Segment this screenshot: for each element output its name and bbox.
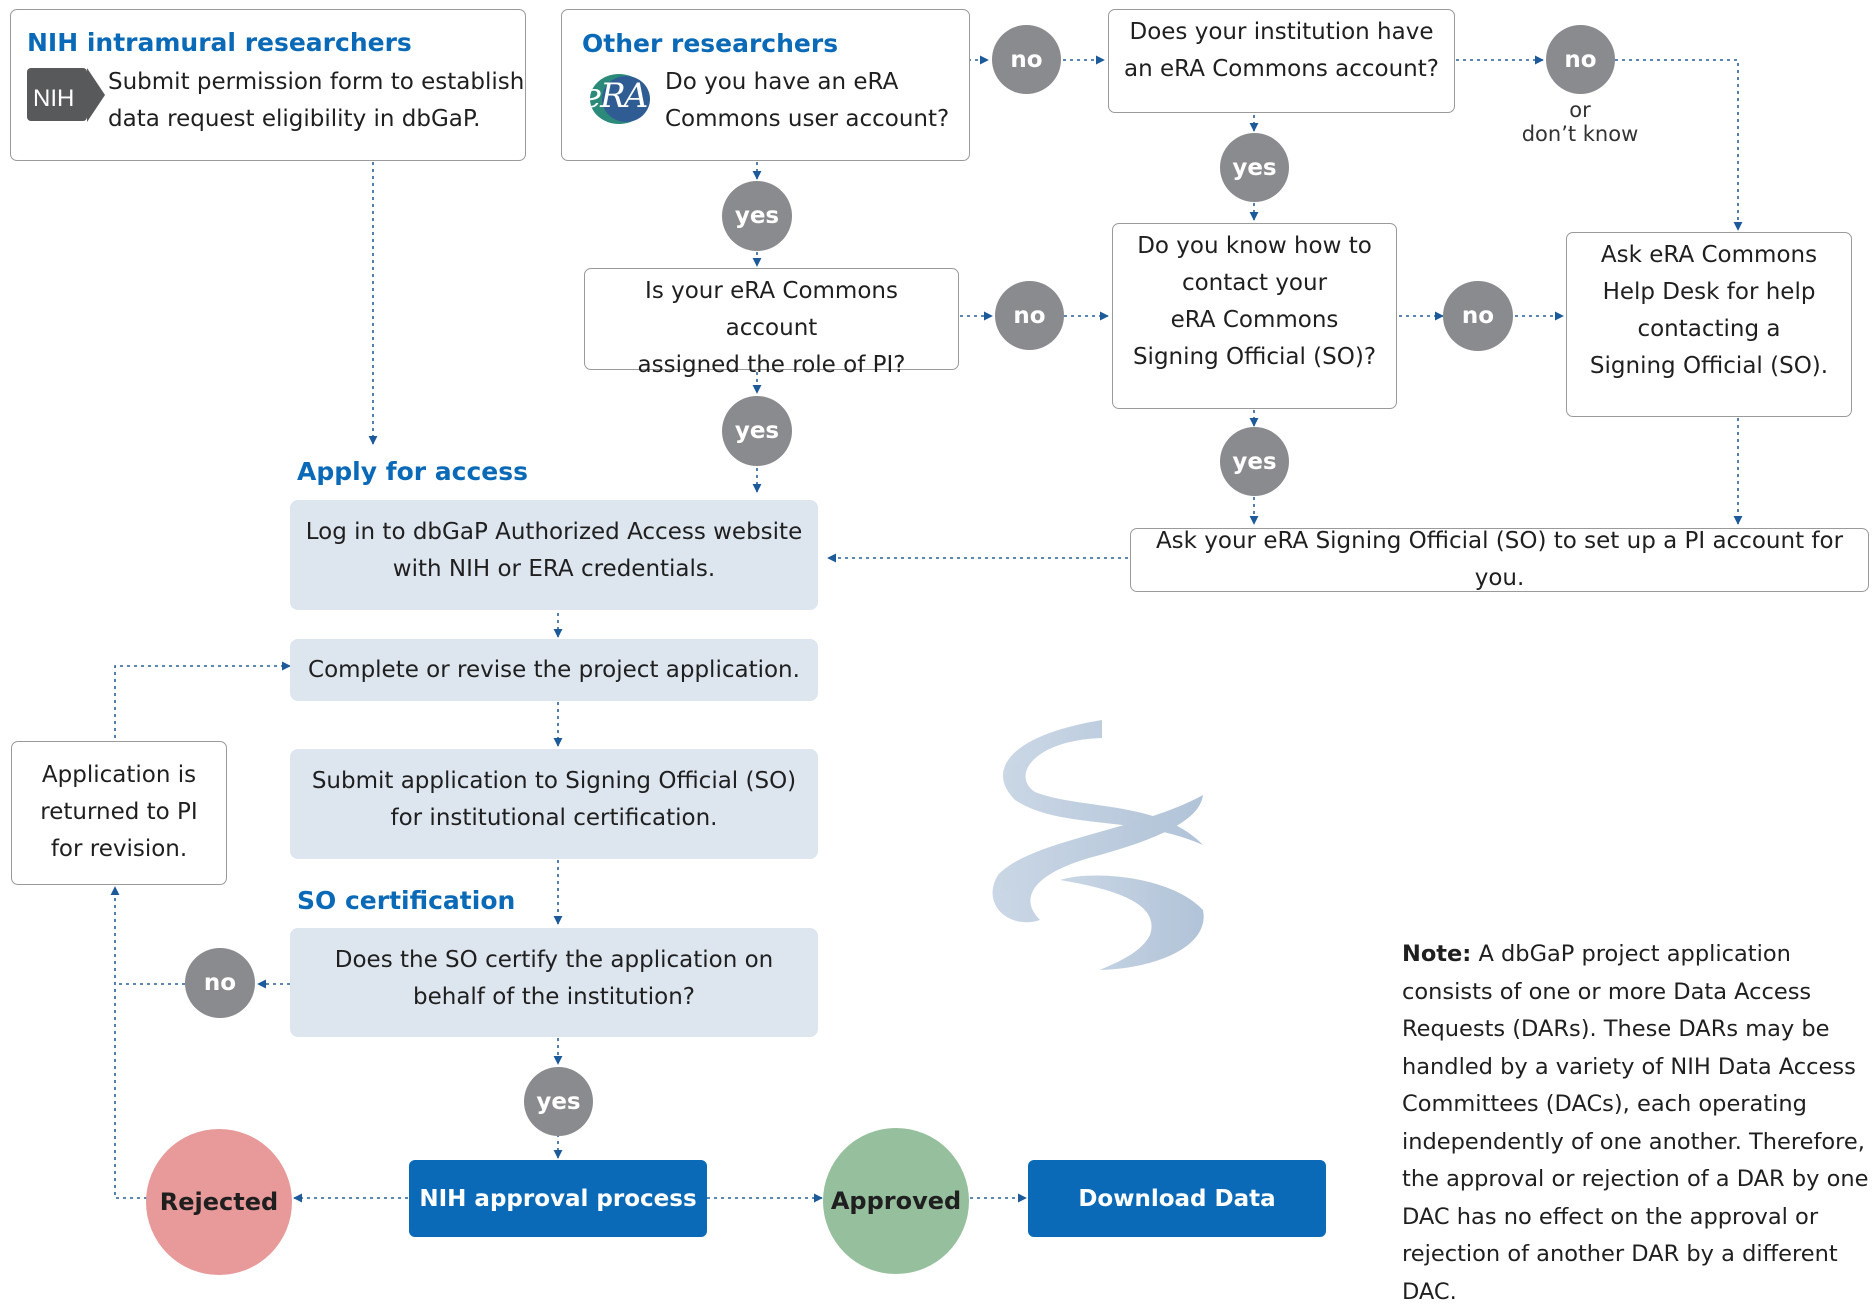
no-node-pi-role: no — [995, 281, 1064, 350]
nih-logo-text: NIH — [33, 85, 75, 112]
contact-so-question: Do you know how to contact your eRA Comm… — [1112, 223, 1397, 409]
yes-node-institution: yes — [1220, 133, 1289, 202]
yes-node-pi-role: yes — [722, 396, 792, 466]
apply-for-access-heading: Apply for access — [297, 457, 529, 486]
returned-to-pi-box: Application is returned to PI for revisi… — [11, 741, 227, 885]
other-researchers-box: Other researchers eRA Do you have an eRA… — [561, 9, 970, 161]
no-node-institution: no — [1546, 25, 1615, 94]
era-logo-text: eRA — [582, 76, 648, 116]
no-node-contact-so: no — [1443, 281, 1513, 351]
era-logo: eRA — [580, 70, 654, 128]
pi-role-question: Is your eRA Commons account assigned the… — [584, 268, 959, 378]
other-question: Do you have an eRA Commons user account? — [665, 69, 950, 132]
nih-instruction: Submit permission form to establish data… — [108, 69, 525, 132]
no-node-other: no — [992, 25, 1061, 94]
note-label: Note: — [1402, 941, 1472, 967]
ask-so-box: Ask your eRA Signing Official (SO) to se… — [1130, 528, 1869, 592]
yes-node-other: yes — [722, 181, 792, 251]
no-node-certify: no — [185, 948, 255, 1018]
note-text: Note: A dbGaP project application consis… — [1402, 936, 1875, 1311]
nih-logo-chevron — [87, 68, 105, 122]
certify-question: Does the SO certify the application on b… — [290, 928, 818, 1037]
or-dont-know-label: or don’t know — [1521, 98, 1639, 146]
help-desk-box: Ask eRA Commons Help Desk for help conta… — [1566, 232, 1852, 417]
complete-application-step: Complete or revise the project applicati… — [290, 639, 818, 701]
login-step: Log in to dbGaP Authorized Access websit… — [290, 500, 818, 610]
dna-watermark — [992, 720, 1204, 970]
other-researchers-heading: Other researchers — [582, 29, 839, 58]
institution-account-question: Does your institution have an eRA Common… — [1108, 9, 1455, 113]
download-data-button[interactable]: Download Data — [1028, 1160, 1326, 1237]
nih-researchers-box: NIH intramural researchers NIH Submit pe… — [10, 9, 526, 161]
so-certification-heading: SO certification — [297, 886, 516, 915]
yes-node-contact-so: yes — [1220, 427, 1289, 496]
rejected-node: Rejected — [146, 1129, 292, 1275]
yes-node-certify: yes — [524, 1067, 593, 1136]
note-body: A dbGaP project application consists of … — [1402, 941, 1869, 1305]
nih-approval-process-box: NIH approval process — [409, 1160, 707, 1237]
connector-lines — [110, 55, 1743, 1203]
nih-logo: NIH — [27, 68, 87, 121]
nih-researchers-heading: NIH intramural researchers — [27, 28, 412, 57]
approved-node: Approved — [823, 1128, 969, 1274]
submit-to-so-step: Submit application to Signing Official (… — [290, 749, 818, 859]
